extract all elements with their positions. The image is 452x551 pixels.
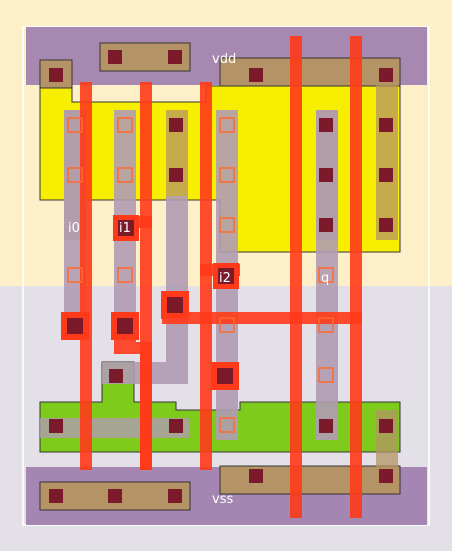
- label-q: q: [321, 271, 329, 286]
- label-vss: vss: [212, 492, 233, 507]
- metal-track-1: [80, 82, 92, 470]
- vss-strap: [219, 465, 401, 495]
- pwell-tap: [39, 481, 191, 511]
- poly-gate-mid: [102, 196, 188, 384]
- label-vdd: vdd: [212, 52, 236, 67]
- metal-route-i1: [114, 316, 152, 470]
- label-i0: i0: [68, 221, 80, 236]
- metal-track-5: [350, 36, 362, 518]
- contacts: [49, 50, 393, 503]
- metal-hbar-q: [162, 312, 362, 324]
- metal-track-4: [290, 36, 302, 518]
- via-outlines: [67, 117, 334, 433]
- poly-gate-q: [316, 110, 338, 440]
- pdiff-column-4: [376, 60, 398, 240]
- label-i1: i1: [119, 221, 131, 236]
- poly-strip-bottom: [40, 418, 190, 438]
- contact-frames: [61, 215, 239, 390]
- label-i2: i2: [219, 271, 231, 286]
- vdd-strap: [219, 57, 401, 87]
